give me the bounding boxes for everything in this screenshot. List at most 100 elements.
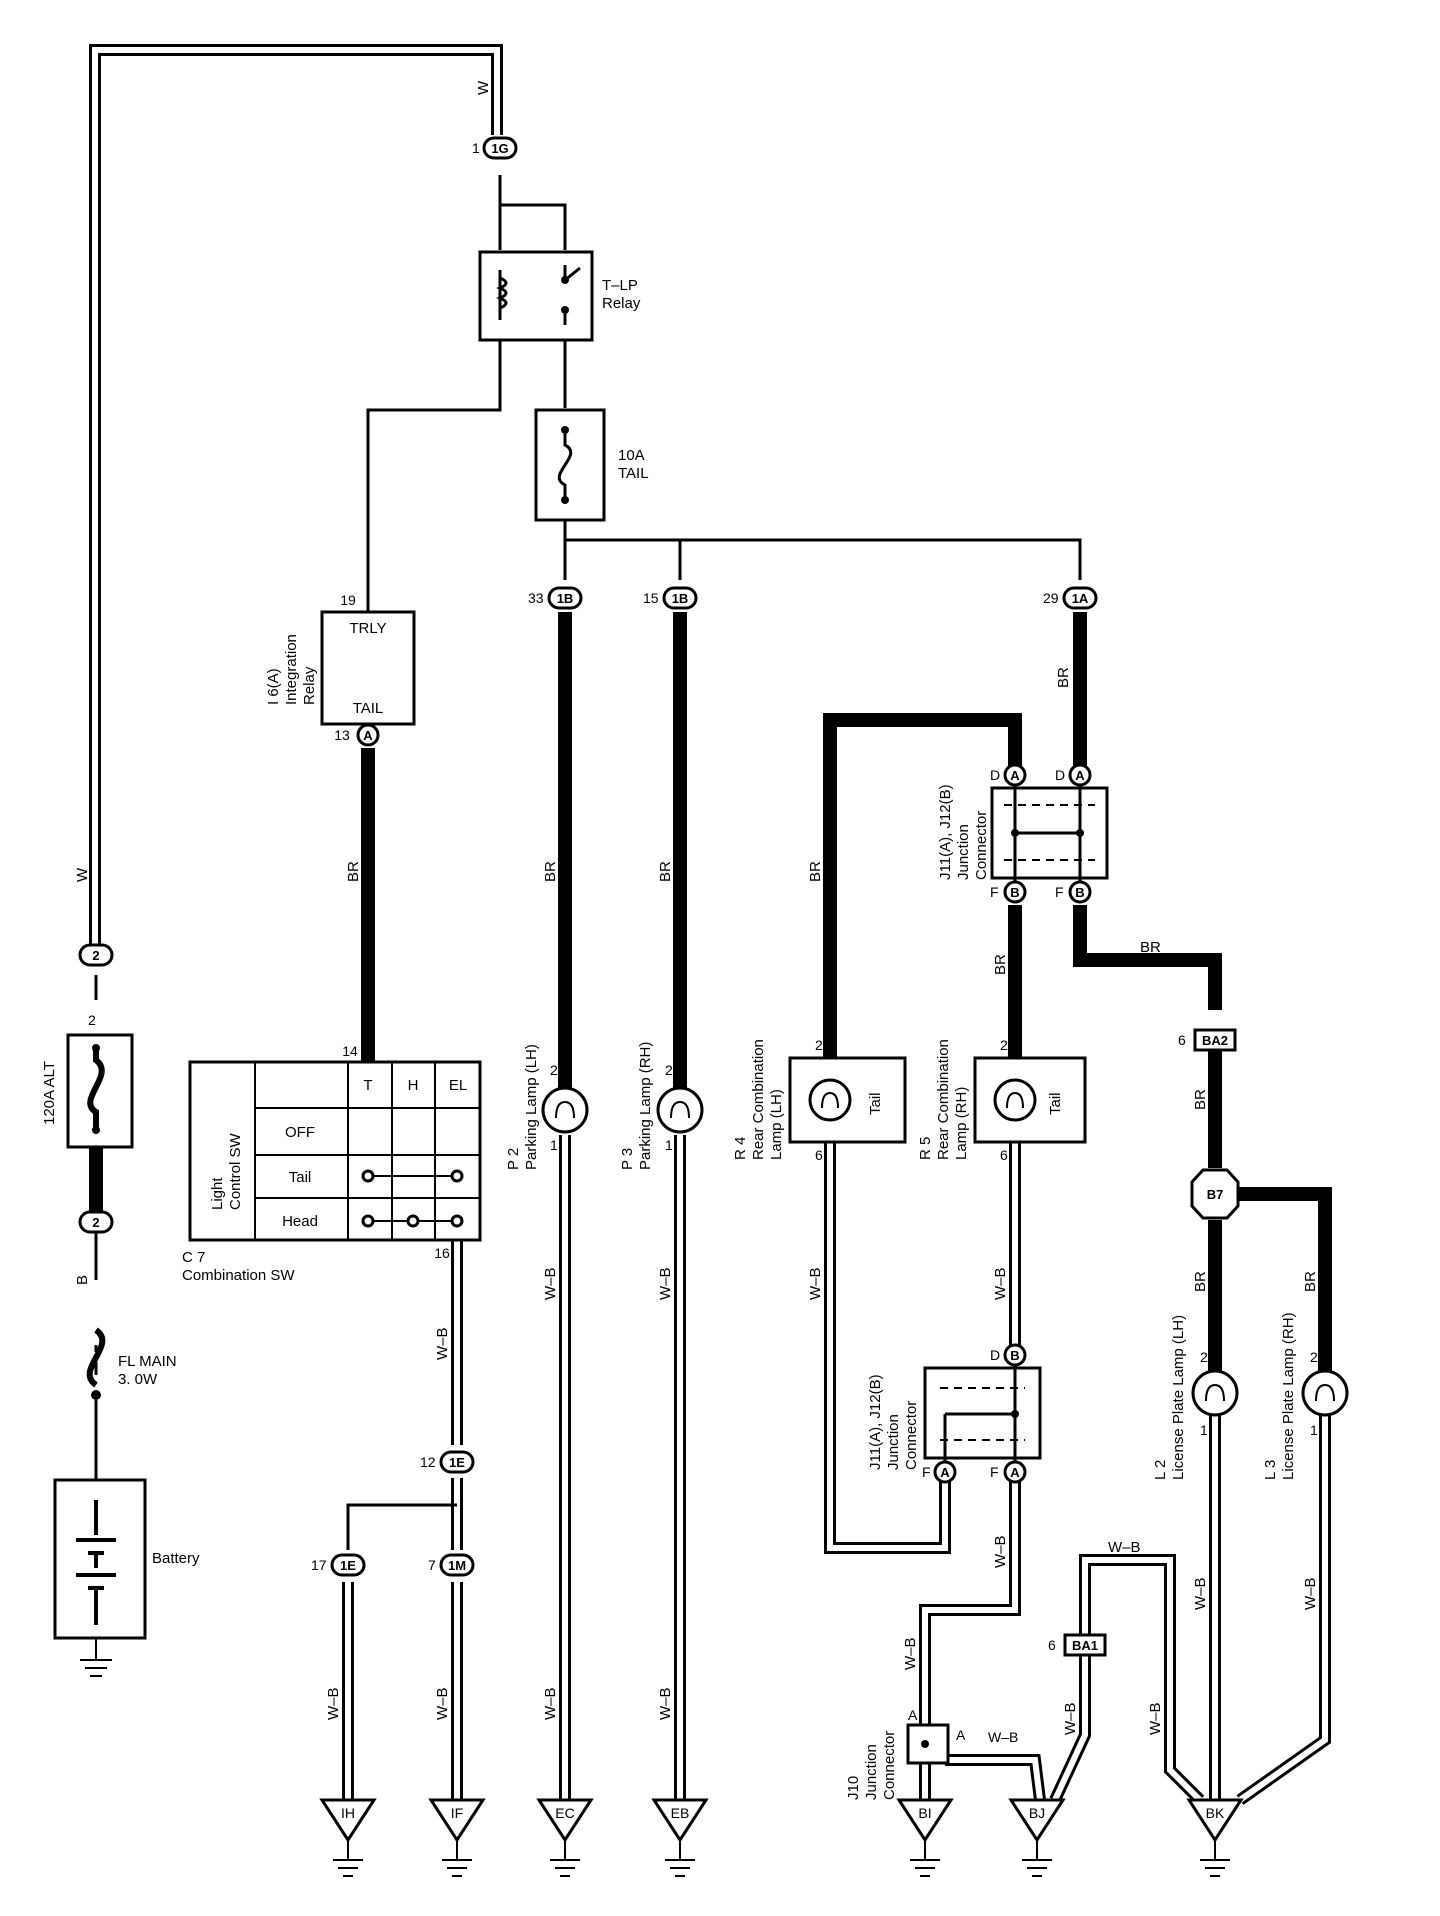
svg-text:B: B [1075,885,1084,900]
license-plate-lamp-lh: 2 1 L 2 License Plate Lamp (LH) [1152,1315,1239,1480]
fl-main-label-1: FL MAIN [118,1353,177,1370]
svg-text:BR: BR [542,861,559,882]
svg-text:2: 2 [665,1062,673,1078]
svg-text:1E: 1E [340,1558,356,1573]
svg-text:BA1: BA1 [1072,1638,1098,1653]
junction-pin-d-a-left: A D [990,763,1027,787]
connector-2-upper: 2 [78,943,114,967]
j11-upper-name-1: Junction [955,824,972,880]
fl-main-label-2: 3. 0W [118,1371,158,1388]
svg-text:1M: 1M [448,1558,466,1573]
svg-text:33: 33 [528,590,544,606]
svg-text:1A: 1A [1072,591,1089,606]
alt-fuse: 120A ALT 2 1 [41,1012,134,1171]
parking-lamp-lh-name: Parking Lamp (LH) [523,1044,540,1170]
junction-pin-f-b-left: B F [990,880,1027,904]
integration-relay-tail: TAIL [353,700,384,717]
rear-combination-lamp-lh: Tail 2 6 R 4 Rear Combination Lamp (LH) [732,1037,907,1163]
rear-lamp-lh-ref: R 4 [732,1137,749,1160]
fl-main-link: FL MAIN 3. 0W [86,1327,177,1480]
connector-1a-29: 1A 29 [1043,586,1098,610]
svg-text:BR: BR [657,861,674,882]
connector-ba1: BA1 6 [1048,1633,1107,1657]
license-lamp-lh-ref: L 2 [1152,1460,1169,1480]
connector-1e-17: 1E 17 [311,1553,366,1577]
j11-upper-ref: J11(A), J12(B) [937,784,954,880]
rear-lamp-rh-name-1: Rear Combination [935,1039,952,1160]
svg-text:2: 2 [1000,1037,1008,1053]
svg-text:BR: BR [992,954,1009,975]
svg-text:1: 1 [1310,1422,1318,1438]
svg-text:IF: IF [451,1805,463,1821]
wires [89,44,1332,1805]
junction-connector-upper: J11(A), J12(B) Junction Connector [937,780,1109,888]
svg-text:BI: BI [918,1805,931,1821]
ground-if: IF [428,1798,486,1877]
fuse-tail-label-2: TAIL [618,465,649,482]
svg-text:W–B: W–B [992,1267,1009,1300]
connector-a-13: A [356,723,380,747]
j11-lower-ref: J11(A), J12(B) [867,1374,884,1470]
j10-name-1: Junction [863,1744,880,1800]
svg-text:17: 17 [311,1557,327,1573]
svg-text:1: 1 [665,1137,673,1153]
junction-connector-lower: J11(A), J12(B) Junction Connector [867,1360,1042,1470]
svg-text:B: B [1010,1348,1019,1363]
parking-lamp-rh: 2 1 P 3 Parking Lamp (RH) [619,1042,704,1170]
svg-text:6: 6 [1178,1032,1186,1048]
svg-text:W–B: W–B [542,1687,559,1720]
integration-relay-pin-bottom: 13 [334,727,350,743]
svg-text:Tail: Tail [867,1092,884,1115]
connector-2-lower: 2 [78,1210,114,1234]
svg-text:D: D [1055,767,1065,783]
svg-text:W–B: W–B [325,1687,342,1720]
svg-text:B7: B7 [1207,1187,1224,1202]
junction-connector-j10: A A W–B J10 Junction Connector [845,1707,1018,1800]
svg-text:EB: EB [671,1805,690,1821]
svg-text:7: 7 [428,1557,436,1573]
relay-label-2: Relay [602,295,641,312]
battery: Battery [53,1478,200,1677]
svg-text:BR: BR [807,861,824,882]
svg-text:2: 2 [92,1215,99,1230]
svg-text:A: A [1010,768,1020,783]
junction-pin-d-a-right: A D [1055,763,1092,787]
svg-text:B: B [74,1275,91,1285]
svg-text:W–B: W–B [1147,1702,1164,1735]
j10-pin-a-right: A [956,1727,966,1743]
j11-lower-name-2: Connector [903,1401,920,1470]
j10-pin-a-top: A [908,1707,918,1723]
junction-pin-f-b-right: B F [1055,880,1092,904]
alt-fuse-pin-top: 2 [88,1012,96,1028]
license-lamp-rh-ref: L 3 [1262,1460,1279,1480]
integration-relay-name-1: Integration [283,634,300,705]
integration-relay-ref: I 6(A) [265,668,282,705]
combo-row-head: Head [282,1213,318,1230]
svg-text:D: D [990,1347,1000,1363]
combo-row-tail: Tail [289,1169,312,1186]
rear-lamp-rh-ref: R 5 [917,1137,934,1160]
rear-lamp-rh-name-2: Lamp (RH) [953,1087,970,1160]
svg-text:Tail: Tail [1047,1092,1064,1115]
connector-1e-12: 1E 12 [420,1450,475,1474]
svg-text:W–B: W–B [657,1687,674,1720]
fuse-tail-label-1: 10A [618,447,645,464]
parking-lamp-rh-ref: P 3 [619,1148,636,1170]
svg-text:1: 1 [1200,1422,1208,1438]
svg-text:W–B: W–B [434,1327,451,1360]
combo-side-1: Light [209,1177,226,1210]
svg-text:1: 1 [472,140,480,156]
svg-text:1G: 1G [491,141,508,156]
svg-text:BA2: BA2 [1202,1033,1228,1048]
ground-eb: EB [651,1798,709,1877]
connector-ba2: BA2 6 [1178,1028,1237,1052]
svg-text:W–B: W–B [1108,1539,1141,1556]
svg-text:2: 2 [815,1037,823,1053]
svg-text:15: 15 [643,590,659,606]
ground-ec: EC [536,1798,594,1877]
svg-text:2: 2 [550,1062,558,1078]
relay-label-1: T–LP [602,277,638,294]
svg-text:1B: 1B [672,591,689,606]
svg-text:BR: BR [1055,667,1072,688]
combo-side-2: Control SW [227,1132,244,1210]
